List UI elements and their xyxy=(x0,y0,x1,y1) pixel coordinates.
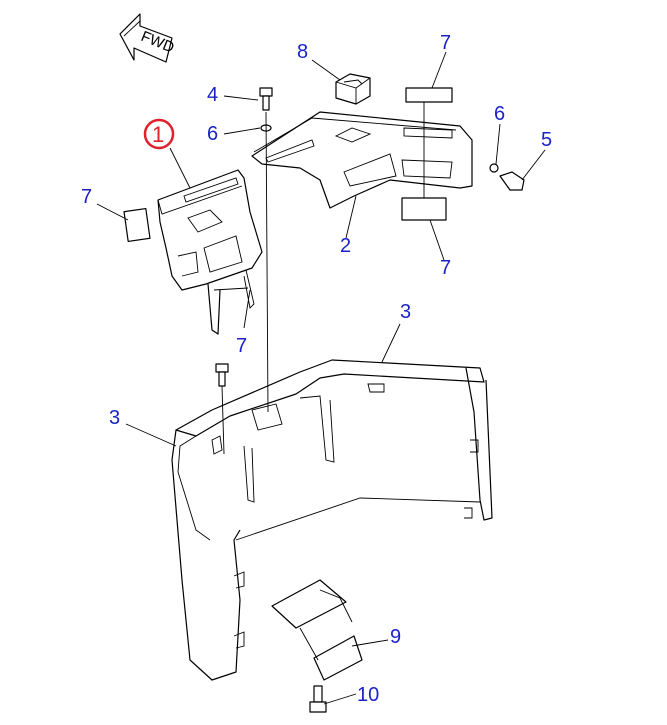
callout-6-right: 6 xyxy=(494,103,505,125)
callout-10: 10 xyxy=(357,684,379,706)
callout-5: 5 xyxy=(541,129,552,151)
part-10-bolt xyxy=(309,685,327,713)
part-7-labels xyxy=(123,87,453,242)
part-3-frame xyxy=(171,359,493,681)
assembly-line xyxy=(265,111,269,413)
callout-1: 1 xyxy=(152,122,164,147)
callout-3-upper: 3 xyxy=(400,301,411,323)
callout-8: 8 xyxy=(297,41,308,63)
leader-lines xyxy=(96,51,546,705)
part-5-bolt xyxy=(499,171,525,191)
callout-7-right: 7 xyxy=(440,257,451,279)
label-7-right xyxy=(401,197,447,221)
callout-4: 4 xyxy=(207,84,218,106)
part-1-left-cover xyxy=(157,169,263,335)
fwd-arrow: FWD xyxy=(119,13,177,63)
callout-7-top: 7 xyxy=(440,32,451,54)
part-4-bolt xyxy=(259,87,273,111)
callout-3-left: 3 xyxy=(109,407,120,429)
part-8-box xyxy=(335,73,371,105)
part-6-washer-right xyxy=(489,163,499,173)
callout-ring-1 xyxy=(143,118,175,150)
callout-7-lower: 7 xyxy=(236,335,247,357)
callouts: 1 2 3 3 4 5 6 6 7 7 7 7 8 9 10 xyxy=(81,32,552,706)
part-9-plate xyxy=(271,579,363,681)
label-7-left xyxy=(123,208,151,242)
label-7-top xyxy=(405,87,453,103)
callout-9: 9 xyxy=(390,626,401,648)
callout-7-left: 7 xyxy=(81,186,92,208)
frame-bolt xyxy=(215,363,229,455)
callout-2: 2 xyxy=(340,235,351,257)
callout-6-left: 6 xyxy=(207,123,218,145)
part-2-right-cover xyxy=(251,111,473,209)
